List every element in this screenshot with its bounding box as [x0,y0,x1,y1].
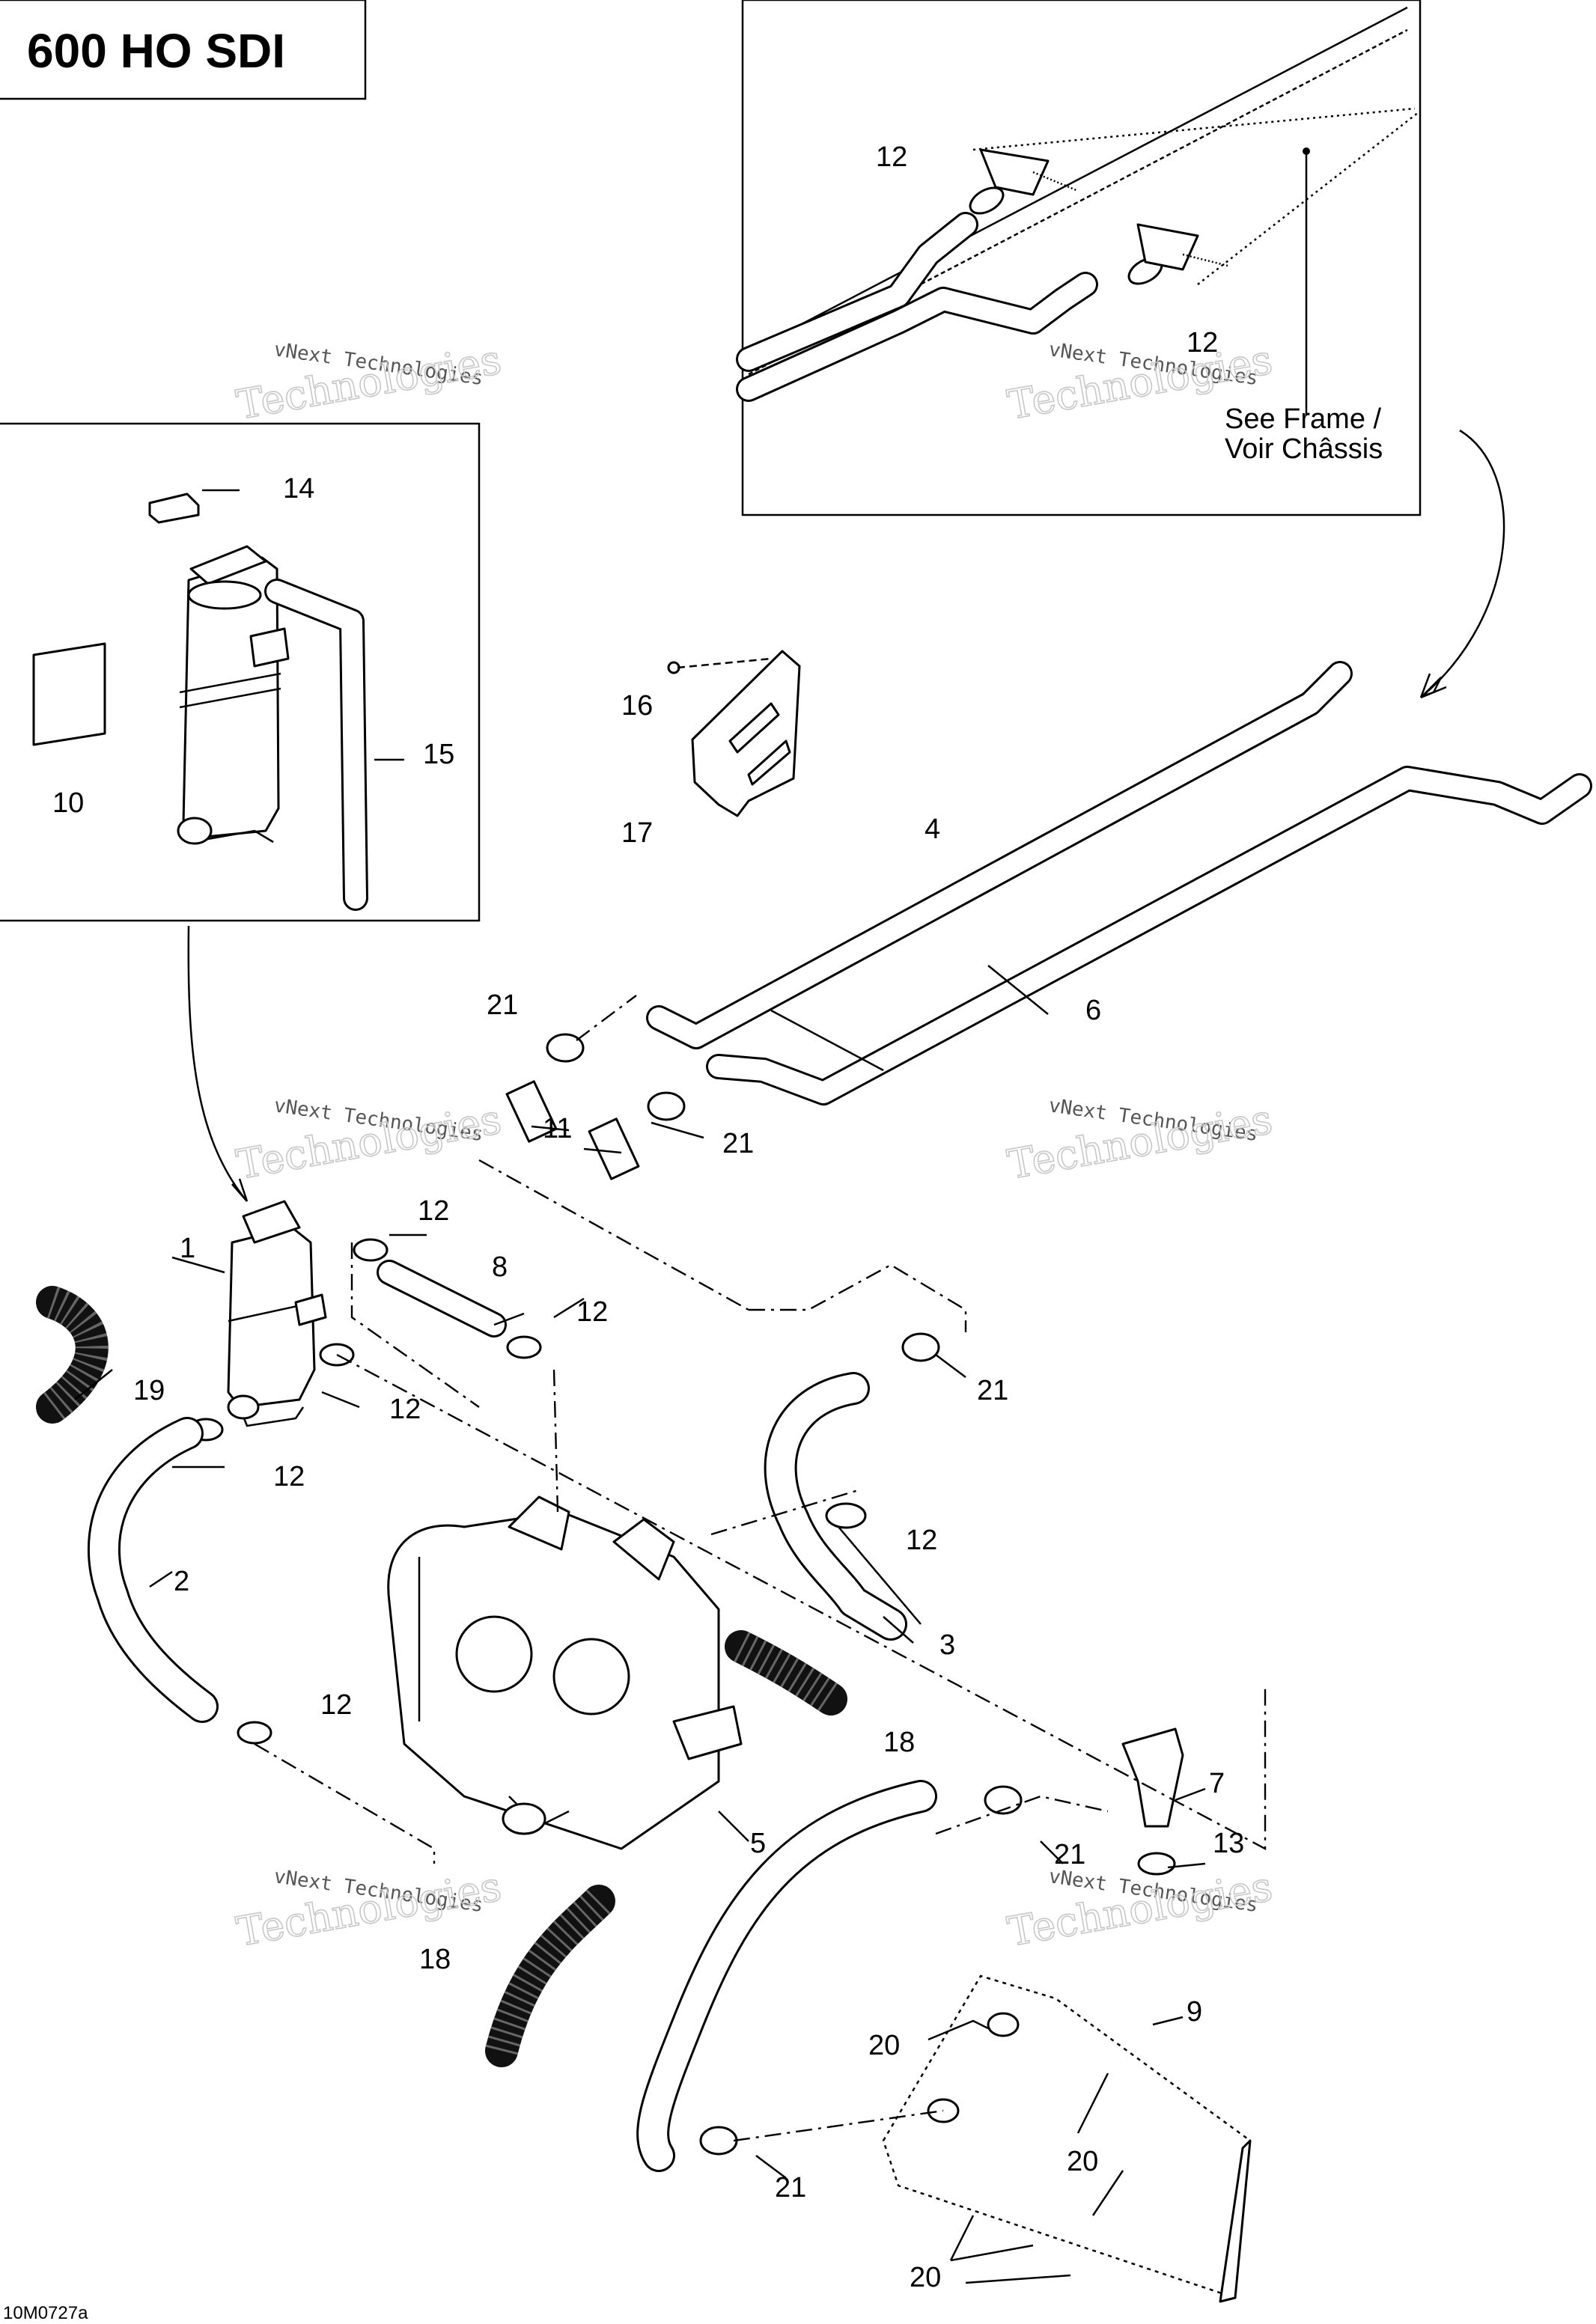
callout-12-h: 12 [320,1689,352,1721]
callout-12-b: 12 [1187,327,1218,359]
callout-3: 3 [939,1629,955,1661]
frame-inset [736,0,1422,516]
callout-20-b: 20 [1067,2146,1098,2177]
callout-2: 2 [174,1566,189,1597]
callout-15: 15 [423,739,454,770]
watermark-large-6: Technologies [1004,1863,1276,1956]
page-title: 600 HO SDI [27,24,285,78]
callout-12-e: 12 [389,1394,421,1425]
callout-14: 14 [283,473,314,504]
watermarks: vNext Technologies Technologies vNext Te… [233,335,1277,1957]
callout-12-c: 12 [418,1195,449,1227]
callout-9: 9 [1187,1996,1202,2028]
callout-21-d: 21 [1054,1839,1085,1870]
callout-6: 6 [1085,995,1101,1026]
callout-21-a: 21 [487,989,518,1021]
callout-18-b: 18 [419,1944,451,1975]
callout-19: 19 [133,1375,165,1406]
callout-1: 1 [180,1233,195,1264]
muffler [227,1200,327,1427]
callout-20-c: 20 [910,2262,941,2293]
callout-5: 5 [750,1828,766,1859]
tank-inset [0,422,481,922]
leader-lines [74,965,1206,2284]
callout-21-b: 21 [722,1128,754,1159]
callouts: 1 2 3 4 5 6 7 8 9 10 11 13 14 15 16 17 1… [52,141,1244,2293]
long-pipes [646,661,1592,1105]
callout-7: 7 [1209,1768,1225,1799]
callout-11: 11 [543,1113,572,1144]
callout-18-a: 18 [883,1727,915,1758]
frame-note-line1: See Frame / [1225,403,1382,435]
frame-arrow [1422,429,1505,697]
title-box: 600 HO SDI [0,0,367,100]
callout-20-a: 20 [868,2030,900,2061]
heat-shield [667,650,801,817]
callout-12-f: 12 [273,1461,305,1492]
callout-10: 10 [52,787,84,819]
callout-21-e: 21 [775,2172,806,2203]
frame-note-line2: Voir Châssis [1225,433,1383,465]
figure-code: 10M0727a [3,2303,88,2323]
engine [387,1495,743,1850]
callout-4: 4 [925,814,940,845]
callout-8: 8 [492,1251,508,1283]
callout-12-g: 12 [906,1525,937,1556]
callout-12-a: 12 [876,141,907,173]
callout-17: 17 [621,817,653,849]
callout-16: 16 [621,690,653,722]
callout-13: 13 [1213,1828,1244,1859]
callout-12-d: 12 [576,1296,608,1328]
tank-arrow [187,925,248,1202]
callout-21-c: 21 [977,1375,1008,1406]
